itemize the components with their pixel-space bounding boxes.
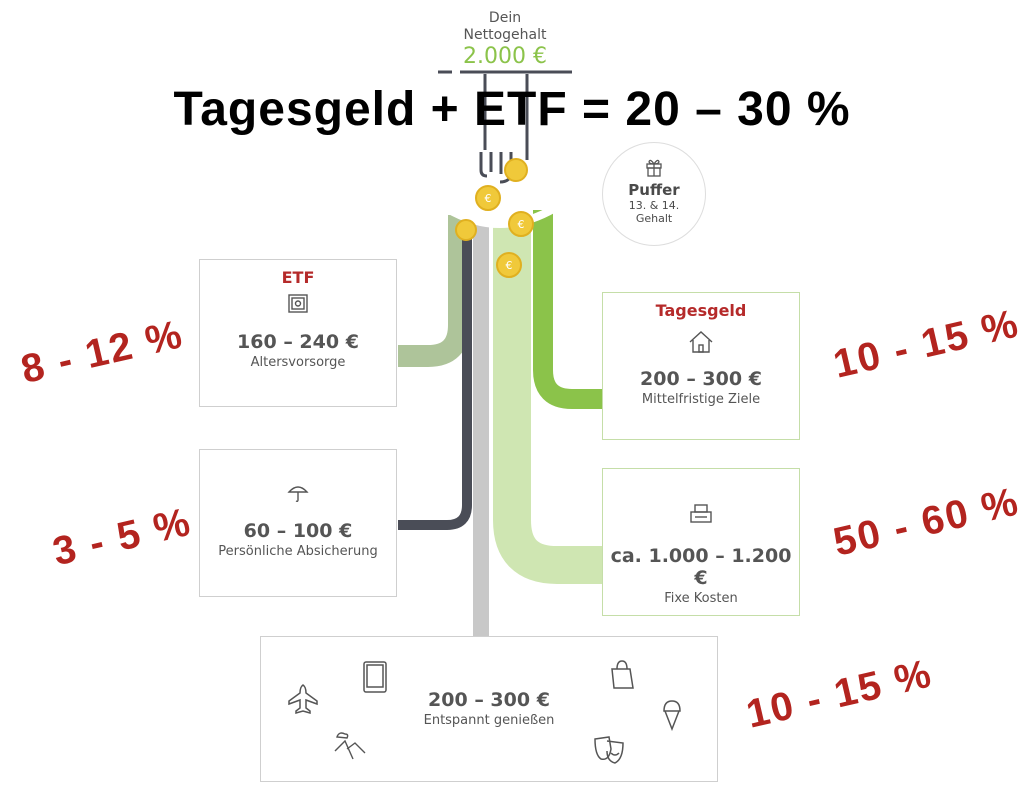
hand-icon	[479, 74, 529, 184]
salary-amount: 2.000 €	[463, 44, 547, 69]
insurance-amount: 60 – 100 €	[243, 520, 353, 542]
funnel-top	[443, 204, 558, 228]
salary-header: Dein Nettogehalt 2.000 €	[440, 10, 570, 70]
svg-text:€: €	[485, 192, 492, 205]
enjoy-label: Entspannt genießen	[423, 713, 555, 728]
mountain-icon	[334, 732, 366, 760]
svg-text:€: €	[506, 259, 513, 272]
etf-label: Altersvorsorge	[250, 355, 346, 370]
etf-amount: 160 – 240 €	[237, 331, 359, 353]
fixed-costs-box: ca. 1.000 – 1.200 € Fixe Kosten	[602, 468, 800, 616]
savings-pipe	[533, 210, 603, 409]
theater-masks-icon	[594, 736, 624, 764]
savings-category: Tagesgeld	[655, 301, 747, 320]
coin-icons	[455, 158, 534, 278]
insurance-pipe	[398, 225, 472, 530]
buffer-line2: Gehalt	[635, 212, 673, 225]
svg-text:€: €	[518, 218, 525, 231]
safe-icon	[288, 294, 308, 313]
buffer-line1: 13. & 14.	[628, 199, 680, 212]
salary-label-2: Nettogehalt	[463, 27, 547, 43]
ice-cream-icon	[663, 700, 681, 731]
fixed-costs-amount: ca. 1.000 – 1.200 €	[610, 545, 792, 589]
house-icon	[689, 331, 713, 353]
etf-pipe	[398, 215, 470, 367]
salary-label-1: Dein	[488, 10, 522, 26]
savings-box: Tagesgeld 200 – 300 € Mittelfristige Zie…	[602, 292, 800, 440]
fixed-pipe	[493, 225, 603, 584]
shopping-bag-icon	[611, 660, 634, 689]
gift-icon	[646, 159, 662, 177]
tablet-icon	[363, 661, 387, 693]
page-title: Tagesgeld + ETF = 20 – 30 %	[173, 83, 851, 136]
buffer-circle: Puffer 13. & 14. Gehalt	[602, 142, 706, 246]
airplane-icon	[288, 684, 318, 714]
insurance-label: Persönliche Absicherung	[218, 544, 378, 559]
savings-label: Mittelfristige Ziele	[641, 392, 761, 407]
fixed-costs-label: Fixe Kosten	[664, 591, 738, 606]
enjoy-amount: 200 – 300 €	[428, 689, 550, 711]
insurance-box: 60 – 100 € Persönliche Absicherung	[199, 449, 397, 597]
buffer-title: Puffer	[628, 181, 680, 199]
enjoy-box: 200 – 300 € Entspannt genießen	[260, 636, 718, 782]
umbrella-icon	[287, 486, 309, 503]
etf-category: ETF	[281, 268, 315, 287]
savings-amount: 200 – 300 €	[640, 368, 762, 390]
printer-icon	[690, 504, 712, 523]
etf-box: ETF 160 – 240 € Altersvorsorge	[199, 259, 397, 407]
